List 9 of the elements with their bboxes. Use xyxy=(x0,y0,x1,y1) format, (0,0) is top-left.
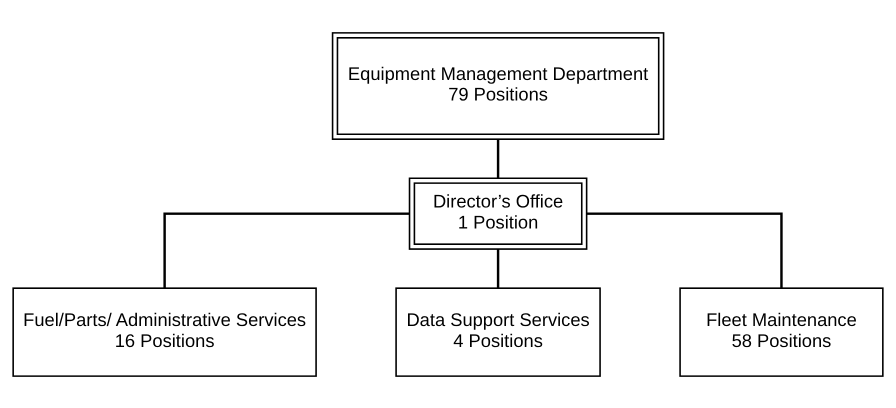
node-box: Fleet Maintenance 58 Positions xyxy=(679,286,884,376)
connector xyxy=(586,212,783,288)
node-box: Equipment Management Department 79 Positions xyxy=(332,32,664,140)
connector xyxy=(496,248,500,288)
node-box: Director’s Office 1 Position xyxy=(408,176,588,250)
node-box: Fuel/Parts/ Administrative Services 16 Positions xyxy=(12,286,317,376)
connector xyxy=(163,212,410,288)
connector xyxy=(496,138,500,178)
node-box: Data Support Services 4 Positions xyxy=(395,286,601,376)
